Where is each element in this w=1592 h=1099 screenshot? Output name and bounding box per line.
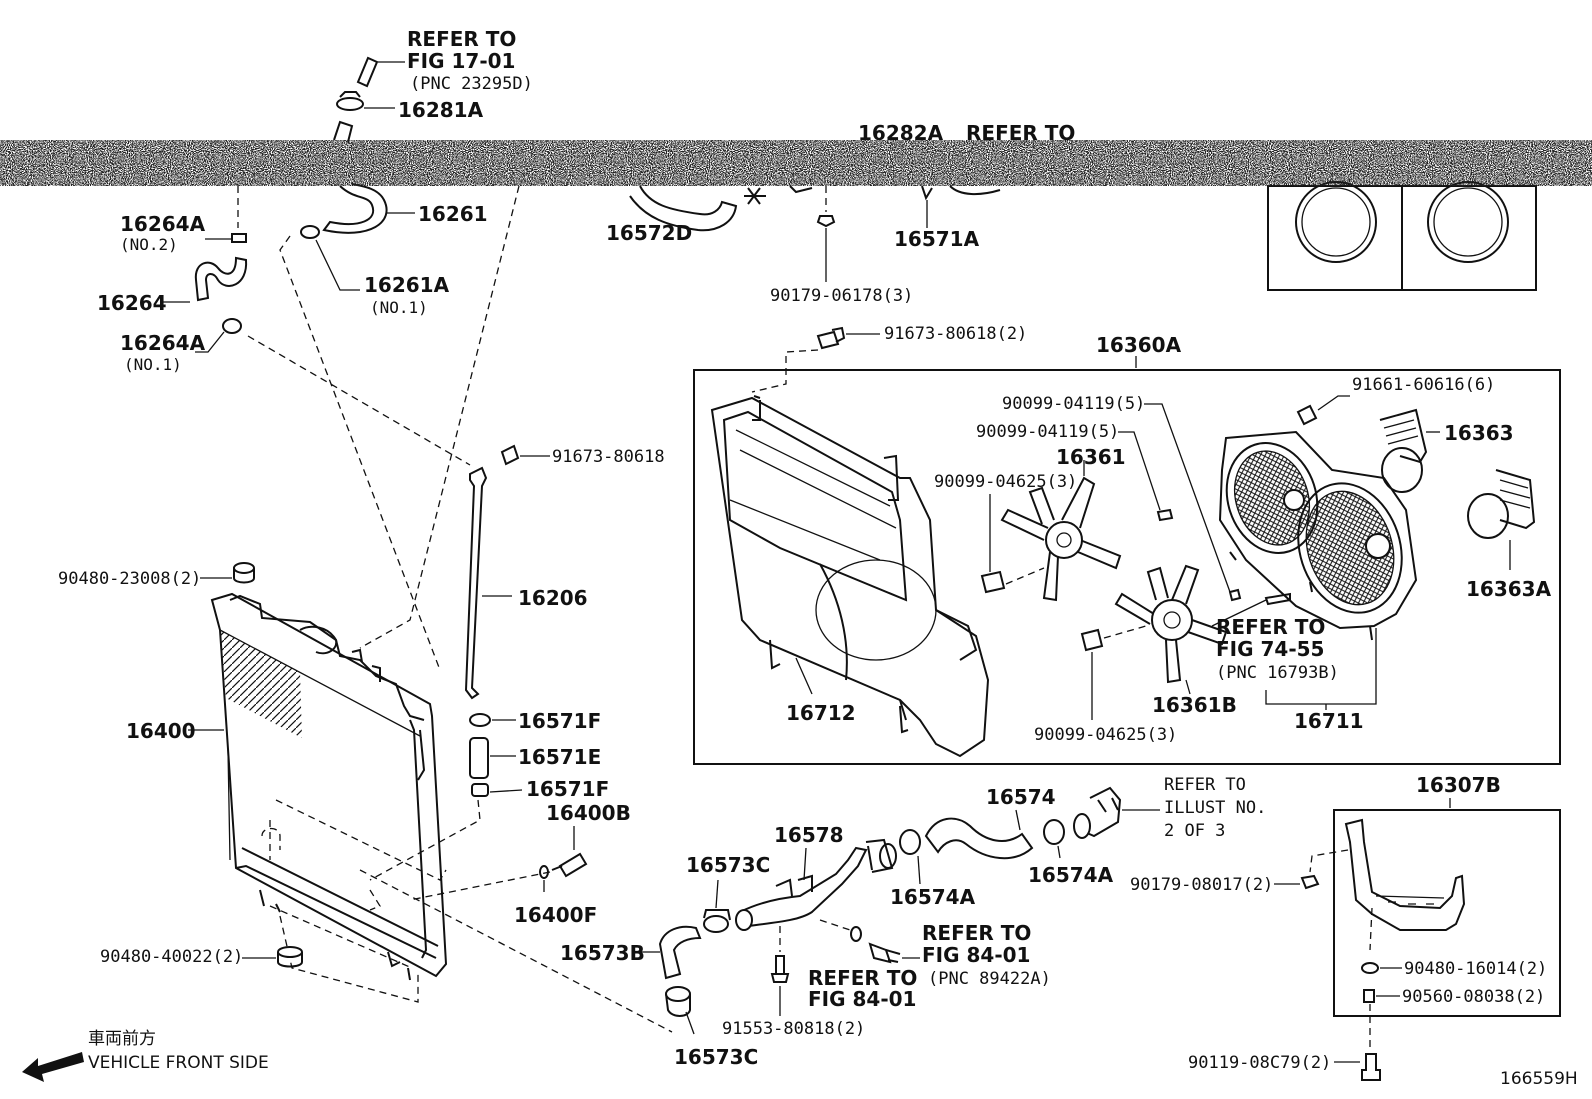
bracket-frame <box>1333 809 1561 1017</box>
label-16711: 16711 <box>1294 709 1364 733</box>
refer-fig84a-line3: (PNC 89422A) <box>928 969 1051 989</box>
radiator-group: 90480-23008(2) 16400 90480-40022(2) 9167… <box>58 444 665 1003</box>
footer: 車両前方 VEHICLE FRONT SIDE 166559H <box>22 1029 1578 1089</box>
guide-line <box>279 235 441 671</box>
refer-fig84b-line1: REFER TO <box>808 966 917 990</box>
label-16571E: 16571E <box>518 745 601 769</box>
label-91673-80618-2: 91673-80618(2) <box>884 324 1027 344</box>
label-16574: 16574 <box>986 785 1056 809</box>
label-16572D: 16572D <box>606 221 692 245</box>
label-16360A: 16360A <box>1096 333 1182 357</box>
label-16264A-no2: 16264A <box>120 212 206 236</box>
front-label-en: VEHICLE FRONT SIDE <box>88 1053 269 1073</box>
arrow-left-icon <box>22 1052 84 1082</box>
label-16573C-b: 16573C <box>674 1045 758 1069</box>
label-16307B: 16307B <box>1416 773 1501 797</box>
radiator-body <box>210 592 448 978</box>
refer-fig74-line3: (PNC 16793B) <box>1216 663 1339 683</box>
label-16573B: 16573B <box>560 941 645 965</box>
refer-illust-line1: REFER TO <box>1164 775 1246 795</box>
label-16574A-b: 16574A <box>1028 863 1114 887</box>
label-16361: 16361 <box>1056 445 1126 469</box>
label-16206: 16206 <box>518 586 588 610</box>
label-90179-06178: 90179-06178(3) <box>770 286 913 306</box>
fan-shroud-group: 91673-80618(2) 16360A 16712 90099-04119(… <box>693 324 1561 765</box>
fan-box-frame <box>693 369 1561 765</box>
refer-fig17-line2: FIG 17-01 <box>407 49 515 73</box>
label-16361B: 16361B <box>1152 693 1237 717</box>
noise-band <box>0 140 1592 186</box>
refer-fig74-line1: REFER TO <box>1216 615 1325 639</box>
label-90560-08038: 90560-08038(2) <box>1402 987 1545 1007</box>
refer-fig84a-line2: FIG 84-01 <box>922 943 1030 967</box>
lower-hose-group: 16578 16573C 16573B 16573C 91553-80818(2… <box>359 775 1266 1069</box>
label-16400B: 16400B <box>546 801 631 825</box>
label-91673-80618: 91673-80618 <box>552 447 665 467</box>
guide-line <box>359 185 520 649</box>
label-16574A-a: 16574A <box>890 885 976 909</box>
label-90099-04625-a: 90099-04625(3) <box>934 472 1077 492</box>
label-91553-80818: 91553-80818(2) <box>722 1019 865 1039</box>
label-16363A: 16363A <box>1466 577 1552 601</box>
label-90099-04119-b: 90099-04119(5) <box>976 422 1119 442</box>
refer-fig84b-line2: FIG 84-01 <box>808 987 916 1011</box>
label-no1-a: (NO.1) <box>124 355 182 374</box>
upper-area: REFER TO FIG 17-01 (PNC 23295D) 16281A 1… <box>97 27 1537 374</box>
label-90179-08017: 90179-08017(2) <box>1130 875 1273 895</box>
label-16281A: 16281A <box>398 98 484 122</box>
diagram-id: 166559H <box>1500 1069 1578 1089</box>
front-label-jp: 車両前方 <box>88 1029 156 1049</box>
refer-fig17-line3: (PNC 23295D) <box>410 74 533 94</box>
label-no2: (NO.2) <box>120 235 178 254</box>
label-90480-40022: 90480-40022(2) <box>100 947 243 967</box>
label-16571A: 16571A <box>894 227 980 251</box>
label-16571F-b: 16571F <box>526 777 609 801</box>
label-16264A-no1: 16264A <box>120 331 206 355</box>
label-16578: 16578 <box>774 823 844 847</box>
label-16400F: 16400F <box>514 903 597 927</box>
label-90480-16014: 90480-16014(2) <box>1404 959 1547 979</box>
label-16400: 16400 <box>126 719 196 743</box>
refer-fig74-line2: FIG 74-55 <box>1216 637 1324 661</box>
label-90099-04119-a: 90099-04119(5) <box>1002 394 1145 414</box>
label-91661-60616: 91661-60616(6) <box>1352 375 1495 395</box>
refer-fig17-line1: REFER TO <box>407 27 516 51</box>
bracket-group: 16307B 90179-08017(2) 90480-16014(2) 905… <box>1130 773 1561 1081</box>
label-16261A: 16261A <box>364 273 450 297</box>
label-90119-08C79: 90119-08C79(2) <box>1188 1053 1331 1073</box>
label-16363: 16363 <box>1444 421 1514 445</box>
label-90099-04625-b: 90099-04625(3) <box>1034 725 1177 745</box>
refer-illust-line3: 2 OF 3 <box>1164 821 1225 841</box>
label-16712: 16712 <box>786 701 856 725</box>
refer-fig84a-line1: REFER TO <box>922 921 1031 945</box>
label-16573C-a: 16573C <box>686 853 770 877</box>
label-no1-b: (NO.1) <box>370 298 428 317</box>
label-16261: 16261 <box>418 202 488 226</box>
guide-line <box>247 335 471 466</box>
refer-illust-line2: ILLUST NO. <box>1164 798 1266 818</box>
label-90480-23008: 90480-23008(2) <box>58 569 201 589</box>
label-16571F-a: 16571F <box>518 709 601 733</box>
label-16264: 16264 <box>97 291 167 315</box>
